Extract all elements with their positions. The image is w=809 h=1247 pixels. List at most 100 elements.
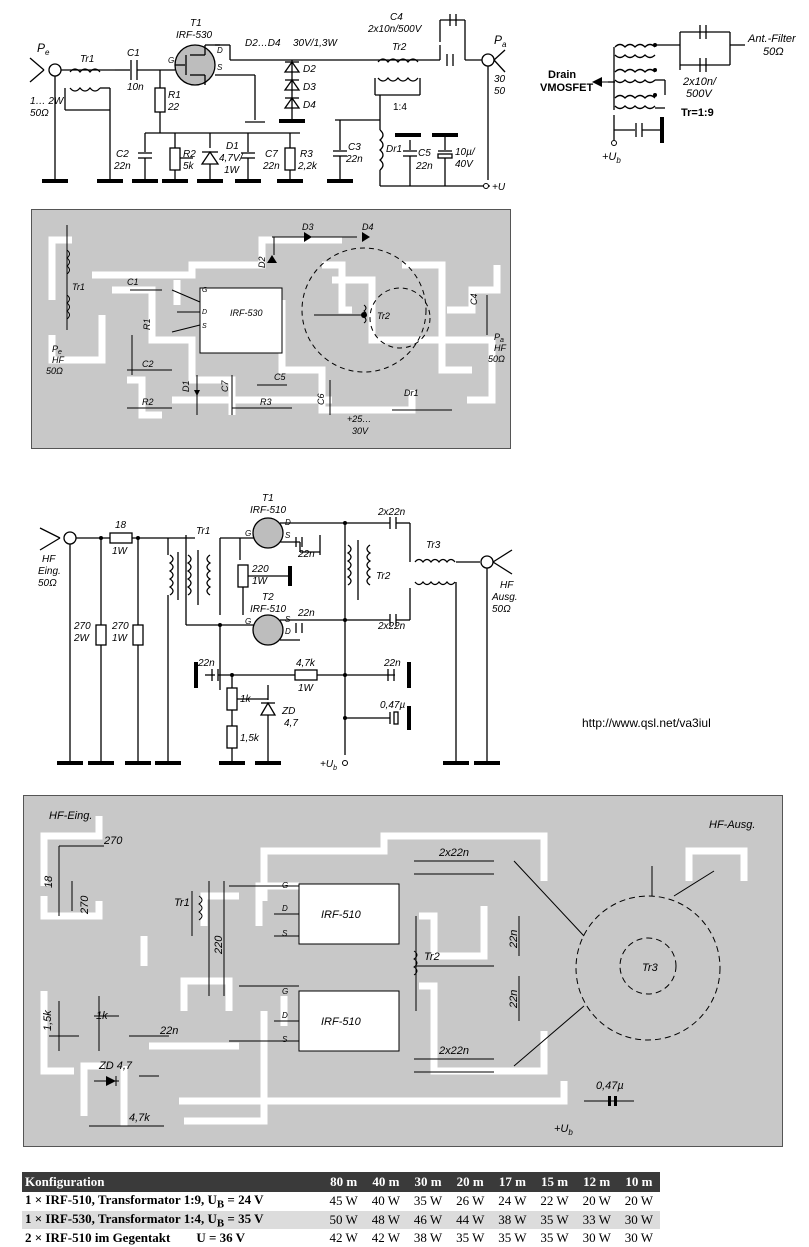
s2-t2-name: T2 <box>262 592 274 603</box>
inset-ratio: Tr=1:9 <box>681 107 714 119</box>
table-cell: 35 W <box>498 1230 527 1246</box>
table-cell: 22 W <box>540 1193 569 1209</box>
table-header: 80 m <box>322 1172 365 1192</box>
table-row: 2 × IRF-510 im Gegentakt U = 36 V 42 W 4… <box>22 1229 660 1247</box>
table-cell: 42 W <box>371 1230 401 1246</box>
pcb1-hf: HF <box>52 355 64 365</box>
s1-dr1: Dr1 <box>386 144 402 155</box>
s1-r1-value: 22 <box>167 102 180 113</box>
s2-r18-rating: 1W <box>112 546 129 557</box>
table-cell: 45 W <box>329 1193 358 1209</box>
s1-c5-value: 22n <box>415 161 433 172</box>
s2-c22n-b: 22n <box>297 608 315 619</box>
s1-c4-value: 2x10n/500V <box>367 24 423 35</box>
table-cell: 35 W <box>540 1230 569 1246</box>
s1-c2-value: 22n <box>113 161 131 172</box>
pcb1-pa: Pa <box>494 332 504 344</box>
pcb2-hf-out: HF-Ausg. <box>709 819 755 831</box>
pcb1-c7: C7 <box>220 380 230 392</box>
table-cell: 50 W <box>322 1210 365 1230</box>
s1-d4: D4 <box>303 100 316 111</box>
s1-r3-value: 2,2k <box>297 161 318 172</box>
pcb1-c1: C1 <box>127 277 139 287</box>
table-cell: 30 W <box>617 1210 660 1230</box>
pcb2-c22n-a: 22n <box>508 930 520 949</box>
s1-t1-s: S <box>217 63 223 72</box>
s1-output-spec: 30 <box>494 74 506 85</box>
s2-r220-rating: 1W <box>252 576 269 587</box>
pcb1-supply2: 30V <box>352 426 369 436</box>
s1-diodes-rating: 30V/1,3W <box>293 38 338 49</box>
s1-tr2-ratio: 1:4 <box>393 102 407 113</box>
pcb1-tr1: Tr1 <box>72 282 85 292</box>
s2-tr1: Tr1 <box>196 526 210 537</box>
s1-input-imp: 50Ω <box>30 108 49 119</box>
s1-tr1: Tr1 <box>80 54 94 65</box>
table-cell-config: 1 × IRF-510, Transformator 1:9, UB = 24 … <box>25 1192 264 1211</box>
inset-ant-imp: 50Ω <box>763 46 784 58</box>
pcb1-d4: D4 <box>362 222 374 232</box>
pcb1-dr1: Dr1 <box>404 388 419 398</box>
pcb1-pe: Pe <box>52 344 62 356</box>
s2-r270b-rating: 1W <box>112 633 129 644</box>
table-cell: 38 W <box>491 1210 534 1230</box>
pcb2-s2: S <box>282 1035 288 1044</box>
pcb1-g: G <box>202 287 208 294</box>
s1-d1-value2: 1W <box>224 165 241 176</box>
s2-t2-type: IRF-510 <box>250 604 287 615</box>
s2-ub: +Ub <box>320 759 337 772</box>
s1-c1-value: 10n <box>127 82 144 93</box>
inset-vmosfet: VMOSFET <box>540 82 593 94</box>
pcb1-c5: C5 <box>274 372 286 382</box>
pcb1-d1: D1 <box>181 380 191 392</box>
inset-schematic: Ant.-Filter 50Ω Drain VMOSFET 2x10n/ 500… <box>540 25 797 165</box>
pcb1-tr2: Tr2 <box>377 311 390 321</box>
s2-c22n-a: 22n <box>297 549 315 560</box>
s1-r2-name: R2 <box>183 149 196 160</box>
pcb1-c6: C6 <box>316 393 326 405</box>
pcb2-zd: ZD 4,7 <box>98 1060 133 1072</box>
pcb2-g2: G <box>282 987 288 996</box>
pcb1-d2: D2 <box>257 256 267 268</box>
source-url[interactable]: http://www.qsl.net/va3iul <box>582 716 711 730</box>
s1-diodes-range: D2…D4 <box>245 38 281 49</box>
pcb2-c047: 0,47µ <box>596 1080 624 1092</box>
table-cell: 20 W <box>624 1193 654 1209</box>
pcb2-r15k: 1,5k <box>42 1010 54 1031</box>
s2-g1: G <box>245 529 251 538</box>
pcb2-c2x22n-bot: 2x22n <box>438 1045 469 1057</box>
s2-tr2: Tr2 <box>376 571 391 582</box>
s1-output-label: Pa <box>494 33 507 49</box>
table-cell: 44 W <box>449 1210 492 1230</box>
pcb2-tr2: Tr2 <box>424 951 440 963</box>
pcb1-s: S <box>202 323 207 330</box>
pcb1-ic: IRF-530 <box>230 308 263 318</box>
pcb1-supply: +25… <box>347 414 371 424</box>
schematic-2: HF Eing. 50Ω 18 1W 270 2W 270 1W Tr1 T1 … <box>38 493 518 772</box>
pcb2-c22n: 22n <box>159 1025 178 1037</box>
pcb1-c2: C2 <box>142 359 154 369</box>
s2-zd-value: 4,7 <box>284 718 298 729</box>
table-header: 30 m <box>406 1172 450 1192</box>
s1-ub: +U <box>492 182 506 193</box>
s2-output-label2: Ausg. <box>491 592 518 603</box>
s2-input-imp: 50Ω <box>38 578 57 589</box>
pcb1-imp2: 50Ω <box>488 354 505 364</box>
table-cell: 30 W <box>624 1230 654 1246</box>
s1-c2-name: C2 <box>116 149 129 160</box>
table-header: 10 m <box>617 1172 660 1192</box>
table-cell: 24 W <box>498 1193 527 1209</box>
table-cell: 38 W <box>413 1230 443 1246</box>
s2-s2: S <box>285 615 291 624</box>
s2-g2: G <box>245 617 251 626</box>
pcb1-d: D <box>202 309 207 316</box>
s2-output-label: HF <box>500 580 514 591</box>
pcb2-c22n-b: 22n <box>508 990 520 1009</box>
table-cell: 20 W <box>582 1193 611 1209</box>
pcb2-s1: S <box>282 929 288 938</box>
s2-r270a-rating: 2W <box>73 633 91 644</box>
s1-c7-name: C7 <box>265 149 278 160</box>
s1-d1-name: D1 <box>226 141 239 152</box>
s1-c6-value1: 10µ/ <box>455 147 476 158</box>
table-header: 40 m <box>364 1172 407 1192</box>
